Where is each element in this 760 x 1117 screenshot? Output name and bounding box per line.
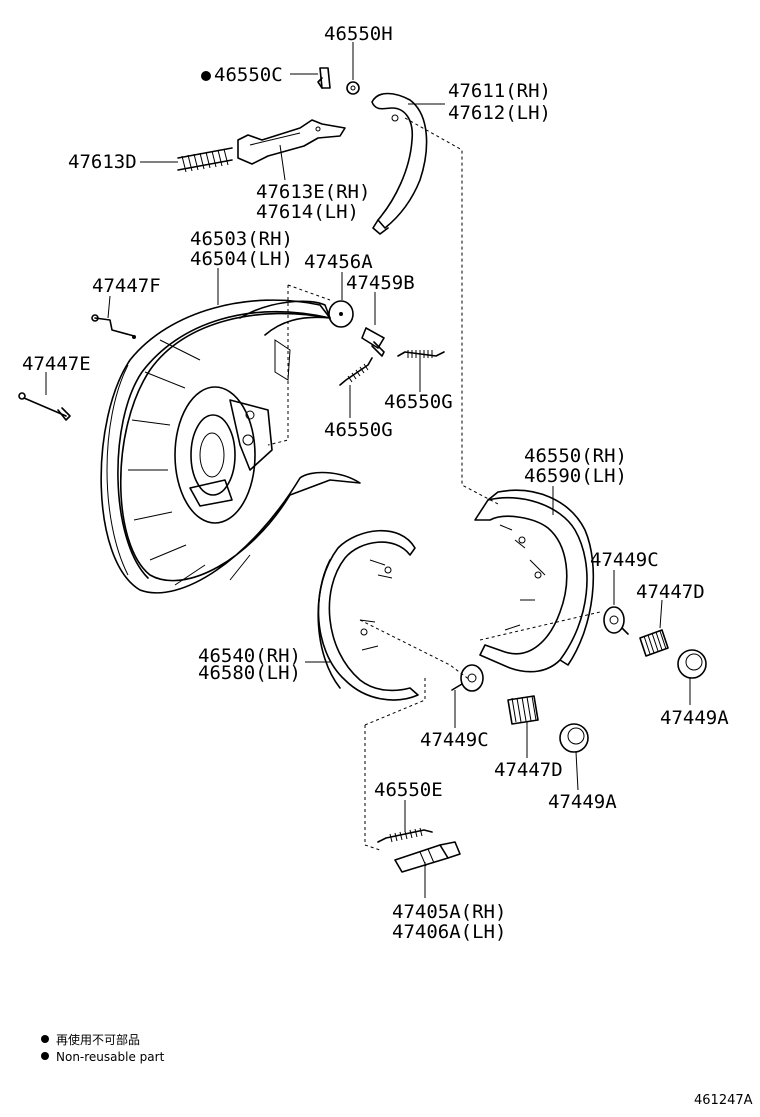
label-47459B: 47459B bbox=[346, 272, 415, 294]
part-labels: 46550H 46550C 47611(RH) 47612(LH) 47613D… bbox=[22, 23, 729, 943]
label-46503: 46503(RH) bbox=[190, 228, 293, 250]
label-47456A: 47456A bbox=[304, 251, 373, 273]
part-47613E-strut bbox=[237, 119, 346, 165]
part-46550G-spring-a bbox=[397, 350, 445, 358]
part-46540-shoe-left bbox=[317, 529, 419, 701]
backing-plate bbox=[100, 299, 361, 594]
part-47459B-bolt bbox=[361, 327, 385, 357]
label-46550G-a: 46550G bbox=[384, 391, 453, 413]
leader-lines bbox=[45, 42, 691, 898]
label-47449A-b: 47449A bbox=[548, 791, 617, 813]
label-47406A: 47406A(LH) bbox=[392, 921, 506, 943]
part-47447D-spring-a bbox=[639, 629, 669, 657]
legend-bullet-1 bbox=[41, 1035, 49, 1043]
part-47449C-cup-a bbox=[603, 606, 629, 635]
label-46504: 46504(LH) bbox=[190, 248, 293, 270]
label-47405A: 47405A(RH) bbox=[392, 901, 506, 923]
legend-bullet-2 bbox=[41, 1052, 49, 1060]
part-47449A-cap-b bbox=[559, 723, 589, 753]
label-47613D: 47613D bbox=[68, 151, 137, 173]
part-46550G-spring-b bbox=[339, 357, 373, 386]
part-47447E-pin bbox=[18, 392, 71, 421]
label-47447D-b: 47447D bbox=[494, 759, 563, 781]
label-47614: 47614(LH) bbox=[256, 201, 359, 223]
label-46580: 46580(LH) bbox=[198, 662, 301, 684]
label-46550RH: 46550(RH) bbox=[524, 445, 627, 467]
part-47405A-adjuster bbox=[394, 841, 461, 873]
part-47613D-spring bbox=[177, 147, 233, 173]
dashed-lines bbox=[267, 117, 601, 851]
label-47612: 47612(LH) bbox=[448, 102, 551, 124]
part-47449A-cap-a bbox=[677, 649, 707, 679]
label-46540: 46540(RH) bbox=[198, 645, 301, 667]
part-47447D-spring-b bbox=[507, 695, 539, 725]
part-47447F-pin bbox=[91, 314, 136, 339]
label-47447F: 47447F bbox=[92, 275, 161, 297]
part-46550H bbox=[346, 81, 360, 95]
label-47449C-b: 47449C bbox=[420, 729, 489, 751]
part-47456A-washer bbox=[328, 300, 354, 328]
legend-text-en: Non-reusable part bbox=[56, 1050, 165, 1064]
label-46550H: 46550H bbox=[324, 23, 393, 45]
label-47447D-a: 47447D bbox=[636, 581, 705, 603]
figure-code: 461247A bbox=[694, 1093, 753, 1108]
part-46550C bbox=[317, 67, 331, 89]
legend: 再使用不可部品 Non-reusable part bbox=[41, 1032, 165, 1064]
label-46550G-b: 46550G bbox=[324, 419, 393, 441]
label-47449C-a: 47449C bbox=[590, 549, 659, 571]
part-47449C-cup-b bbox=[451, 664, 484, 692]
label-47613E: 47613E(RH) bbox=[256, 181, 370, 203]
part-47611-lever bbox=[371, 92, 428, 235]
label-47611: 47611(RH) bbox=[448, 80, 551, 102]
part-46550-shoe-right bbox=[474, 489, 595, 673]
label-47447E: 47447E bbox=[22, 353, 91, 375]
label-46550E: 46550E bbox=[374, 779, 443, 801]
label-47449A-a: 47449A bbox=[660, 707, 729, 729]
non-reusable-mark-46550C bbox=[201, 71, 211, 81]
part-46550E-spring bbox=[377, 827, 433, 843]
label-46550C: 46550C bbox=[214, 64, 283, 86]
label-46590LH: 46590(LH) bbox=[524, 465, 627, 487]
legend-text-ja: 再使用不可部品 bbox=[56, 1032, 140, 1047]
